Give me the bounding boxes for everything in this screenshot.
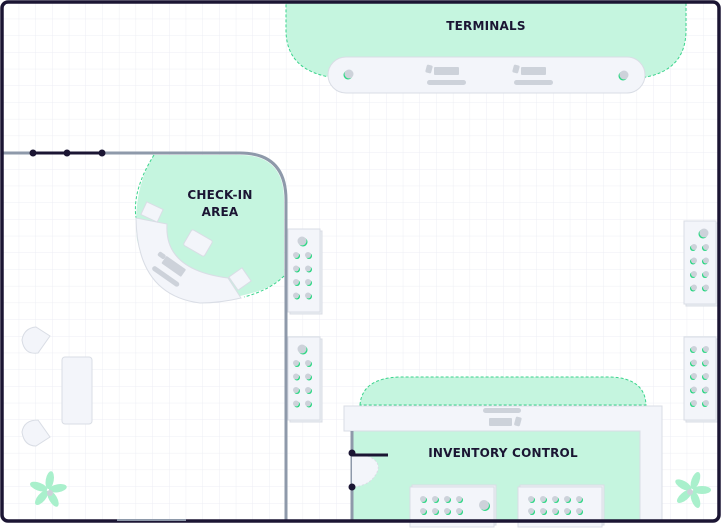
check-in-zone-border [134, 154, 285, 298]
terminals-counter[interactable] [327, 56, 646, 94]
lounge [21, 326, 93, 447]
desk-chair-right[interactable] [228, 267, 252, 291]
reception-desk[interactable] [135, 217, 242, 304]
locker-icon[interactable] [287, 336, 323, 423]
terminal-device-right [618, 70, 629, 81]
armchair-icon[interactable] [183, 229, 213, 257]
plant-icon [675, 472, 711, 508]
locker-icon[interactable] [287, 228, 323, 315]
lounge-table[interactable] [61, 356, 93, 425]
terminal-workstation-1[interactable] [425, 64, 466, 85]
chair-icon[interactable] [21, 419, 51, 447]
door-icon[interactable] [29, 149, 106, 157]
check-in-label-line1: CHECK-IN [187, 188, 253, 202]
check-in-label-line2: AREA [201, 205, 239, 219]
check-in-zone[interactable] [134, 154, 285, 304]
terminals-label: TERMINALS [446, 19, 526, 33]
locker-icon[interactable] [683, 220, 719, 307]
plant-icon [30, 471, 67, 507]
terminals-zone[interactable] [285, 2, 687, 94]
inventory-workstation [483, 408, 522, 427]
locker-icon[interactable] [683, 336, 719, 423]
desk-chair-left[interactable] [140, 201, 164, 223]
inventory-zone-top [359, 376, 647, 406]
reception-workstation [152, 251, 186, 287]
inventory-control-zone[interactable] [343, 376, 663, 528]
terminal-workstation-2[interactable] [512, 64, 553, 85]
inner-wall-checkin-room [3, 151, 288, 521]
locker-units [287, 220, 719, 423]
inventory-counter[interactable] [343, 405, 663, 522]
chair-icon[interactable] [21, 326, 51, 354]
terminal-device-left [343, 69, 354, 80]
inventory-door[interactable] [348, 449, 389, 491]
inventory-control-label: INVENTORY CONTROL [428, 446, 578, 460]
